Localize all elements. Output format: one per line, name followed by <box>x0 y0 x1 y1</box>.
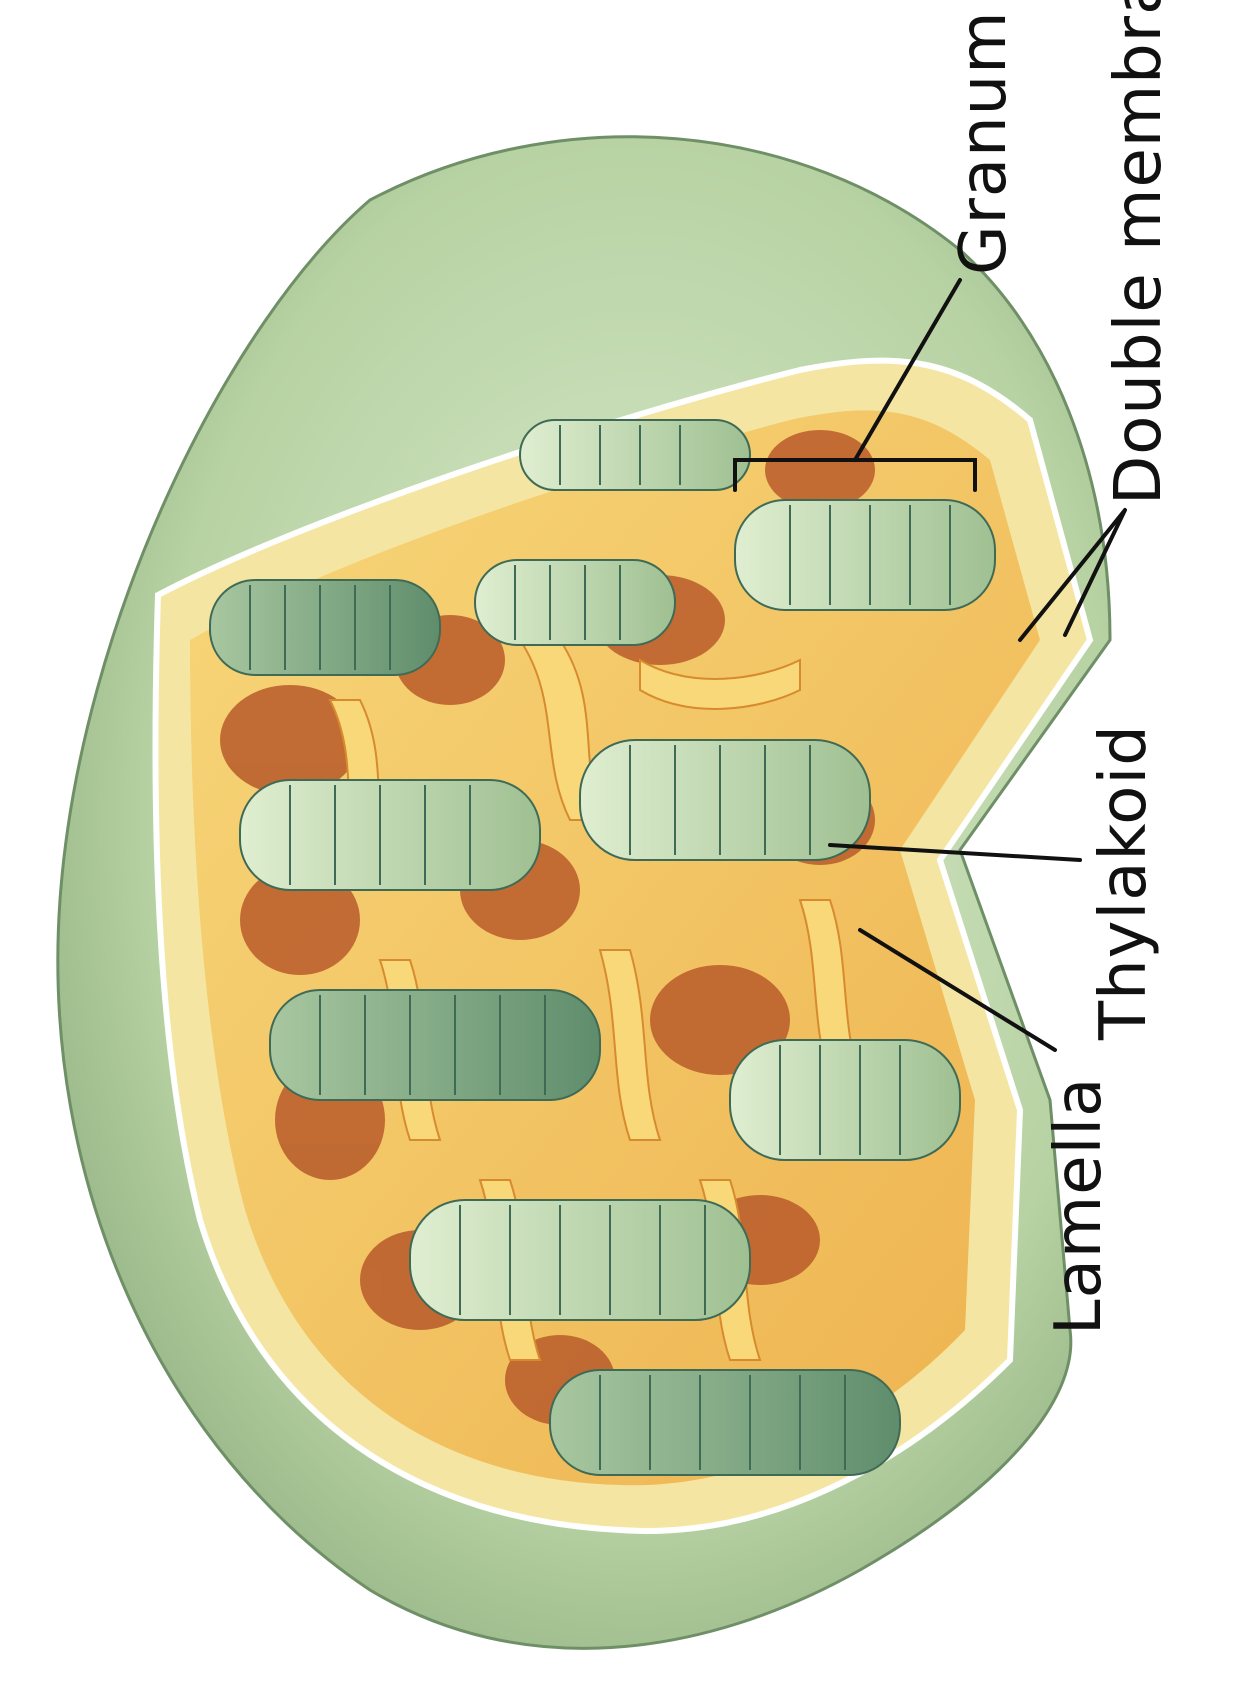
granum-stack <box>735 500 995 610</box>
label-granum: Granum <box>947 10 1021 275</box>
granum-stack <box>270 990 600 1100</box>
granum-stack <box>240 780 540 890</box>
granum-stack <box>730 1040 960 1160</box>
granum-stack <box>210 580 440 675</box>
granum-stack <box>520 420 750 490</box>
granum-stack <box>580 740 870 860</box>
label-lamella: Lamella <box>1042 1077 1116 1335</box>
granum-stack <box>410 1200 750 1320</box>
label-double-membrane: Double membrane <box>1102 0 1176 505</box>
label-thylakoid: Thylakoid <box>1087 724 1161 1041</box>
granum-stack <box>475 560 675 645</box>
granum-stack <box>550 1370 900 1475</box>
